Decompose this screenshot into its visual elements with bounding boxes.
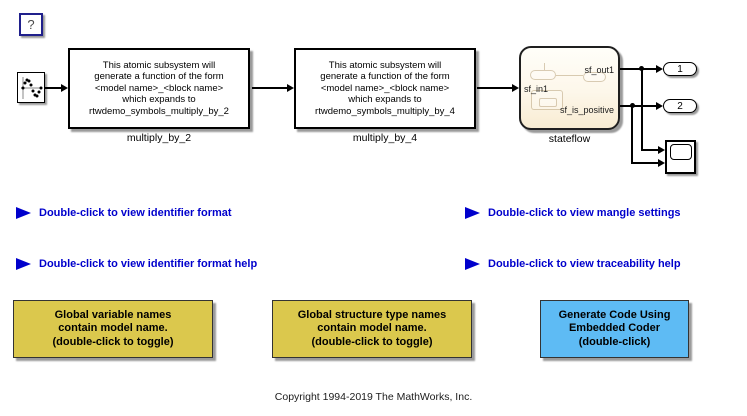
link-view-identifier-format[interactable]: Double-click to view identifier format bbox=[16, 206, 232, 219]
outport-2-number: 2 bbox=[677, 100, 683, 112]
play-triangle-icon bbox=[16, 206, 31, 219]
subsystem-text-line: which expands to bbox=[122, 94, 196, 106]
button-text-line: Global variable names bbox=[54, 308, 172, 321]
signal-line bbox=[45, 87, 62, 89]
signal-line bbox=[631, 162, 658, 164]
link-label: Double-click to view mangle settings bbox=[488, 206, 681, 219]
button-text-line: (double-click) bbox=[578, 335, 651, 348]
subsystem-multiply-by-2[interactable]: This atomic subsystem will generate a fu… bbox=[68, 48, 250, 129]
signal-line bbox=[620, 105, 657, 107]
stateflow-state-shape bbox=[531, 90, 563, 110]
toggle-variable-names-button[interactable]: Global variable names contain model name… bbox=[13, 300, 213, 358]
subsystem-text-line: rtwdemo_symbols_multiply_by_2 bbox=[89, 105, 229, 117]
scope-block[interactable] bbox=[665, 140, 696, 174]
play-triangle-icon bbox=[465, 257, 480, 270]
stateflow-state-shape bbox=[539, 98, 557, 107]
stateflow-transition-line bbox=[544, 63, 545, 70]
arrowhead-icon bbox=[658, 159, 665, 167]
stateflow-port-out2-label: sf_is_positive bbox=[559, 105, 614, 115]
stateflow-port-out1-label: sf_out1 bbox=[584, 65, 614, 75]
link-label: Double-click to view identifier format h… bbox=[39, 257, 258, 270]
subsystem-multiply-by-4[interactable]: This atomic subsystem will generate a fu… bbox=[294, 48, 476, 129]
play-triangle-icon bbox=[16, 257, 31, 270]
link-view-identifier-format-help[interactable]: Double-click to view identifier format h… bbox=[16, 257, 257, 270]
subsystem-text-line: generate a function of the form bbox=[94, 71, 224, 83]
stateflow-state-shape bbox=[583, 72, 606, 82]
arrowhead-icon bbox=[512, 84, 519, 92]
help-button[interactable]: ? bbox=[19, 13, 43, 36]
arrowhead-icon bbox=[287, 84, 294, 92]
link-label: Double-click to view identifier format bbox=[39, 206, 232, 219]
link-view-traceability-help[interactable]: Double-click to view traceability help bbox=[465, 257, 681, 270]
signal-line bbox=[620, 68, 657, 70]
play-triangle-icon bbox=[465, 206, 480, 219]
outport-2[interactable]: 2 bbox=[663, 99, 697, 113]
stateflow-port-in-label: sf_in1 bbox=[524, 84, 549, 94]
help-label: ? bbox=[27, 17, 35, 32]
button-text-line: contain model name. bbox=[58, 322, 168, 335]
button-text-line: (double-click to toggle) bbox=[311, 335, 433, 348]
outport-1[interactable]: 1 bbox=[663, 62, 697, 76]
subsystem-text-line: <model name>_<block name> bbox=[320, 82, 450, 94]
subsystem-text-line: <model name>_<block name> bbox=[94, 82, 224, 94]
subsystem-text-line: This atomic subsystem will bbox=[102, 59, 216, 71]
arrowhead-icon bbox=[658, 146, 665, 154]
subsystem-multiply-by-2-label: multiply_by_2 bbox=[126, 132, 192, 144]
scope-screen-icon bbox=[669, 144, 692, 160]
arrowhead-icon bbox=[61, 84, 68, 92]
button-text-line: (double-click to toggle) bbox=[52, 335, 174, 348]
arrowhead-icon bbox=[656, 102, 663, 110]
branch-point bbox=[630, 103, 635, 108]
signal-source-block[interactable] bbox=[17, 72, 45, 103]
stateflow-block-label: stateflow bbox=[548, 133, 591, 145]
subsystem-multiply-by-4-label: multiply_by_4 bbox=[352, 132, 418, 144]
toggle-structure-names-button[interactable]: Global structure type names contain mode… bbox=[272, 300, 472, 358]
subsystem-text-line: which expands to bbox=[348, 94, 422, 106]
signal-line bbox=[477, 87, 513, 89]
signal-line bbox=[641, 149, 658, 151]
generate-code-button[interactable]: Generate Code Using Embedded Coder (doub… bbox=[540, 300, 689, 358]
subsystem-text-line: rtwdemo_symbols_multiply_by_4 bbox=[315, 105, 455, 117]
signal-line bbox=[252, 87, 288, 89]
signal-line bbox=[641, 68, 643, 150]
link-label: Double-click to view traceability help bbox=[488, 257, 681, 270]
button-text-line: Generate Code Using bbox=[558, 308, 671, 321]
stateflow-state-shape bbox=[530, 70, 556, 80]
copyright-text: Copyright 1994-2019 The MathWorks, Inc. bbox=[274, 391, 473, 403]
subsystem-text-line: generate a function of the form bbox=[320, 71, 450, 83]
arrowhead-icon bbox=[656, 65, 663, 73]
stateflow-transition-line bbox=[556, 75, 583, 76]
button-text-line: Embedded Coder bbox=[568, 322, 661, 335]
button-text-line: contain model name. bbox=[317, 322, 427, 335]
subsystem-text-line: This atomic subsystem will bbox=[328, 59, 442, 71]
stateflow-chart-block[interactable]: sf_in1 sf_out1 sf_is_positive bbox=[519, 46, 620, 130]
link-view-mangle-settings[interactable]: Double-click to view mangle settings bbox=[465, 206, 681, 219]
button-text-line: Global structure type names bbox=[297, 308, 447, 321]
signal-line bbox=[631, 105, 633, 163]
sampled-sine-icon bbox=[20, 76, 42, 99]
outport-1-number: 1 bbox=[677, 63, 683, 75]
